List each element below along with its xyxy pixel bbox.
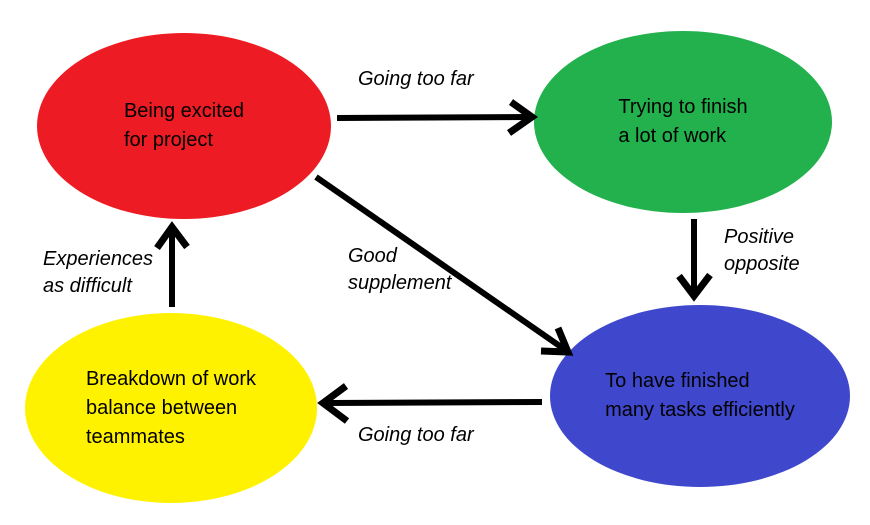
- node-being-excited: Being excited for project: [37, 33, 331, 219]
- node-text-line: To have finished: [605, 370, 750, 392]
- node-finished-many-tasks: To have finished many tasks efficiently: [550, 305, 850, 487]
- node-text-line: many tasks efficiently: [605, 399, 795, 421]
- node-breakdown-of-work-label: Breakdown of work balance between teamma…: [86, 365, 256, 452]
- node-finished-many-tasks-label: To have finished many tasks efficiently: [605, 367, 795, 425]
- node-text-line: Trying to finish: [618, 96, 748, 118]
- node-text-line: for project: [123, 129, 213, 151]
- node-trying-to-finish: Trying to finish a lot of work: [534, 31, 832, 213]
- node-text-line: Breakdown of work: [85, 367, 257, 390]
- edge-label-line: Experiences: [43, 248, 154, 270]
- edge-label-going-too-far-bottom: Going too far: [358, 422, 474, 449]
- node-text-line: Being excited: [123, 100, 245, 122]
- arrow-finished-to-breakdown: [317, 383, 543, 424]
- node-trying-to-finish-label: Trying to finish a lot of work: [618, 93, 747, 151]
- edge-label-going-too-far-top: Going too far: [358, 66, 474, 93]
- edge-label-experiences-as-difficult: Experiences as difficult: [43, 246, 153, 300]
- node-being-excited-label: Being excited for project: [124, 97, 244, 155]
- edge-label-line: supplement: [348, 272, 452, 294]
- node-breakdown-of-work: Breakdown of work balance between teamma…: [25, 313, 317, 503]
- edge-label-line: Positive: [724, 226, 795, 248]
- node-text-line: teammates: [85, 425, 185, 448]
- edge-label-positive-opposite: Positive opposite: [724, 224, 800, 278]
- edge-label-line: Going too far: [358, 424, 474, 446]
- arrow-trying-to-finished: [676, 219, 713, 302]
- edge-label-good-supplement: Good supplement: [348, 243, 451, 297]
- arrow-excited-to-trying: [336, 99, 539, 136]
- edge-label-line: opposite: [724, 253, 800, 275]
- edge-label-line: as difficult: [43, 275, 132, 297]
- edge-label-line: Good: [348, 245, 397, 267]
- edge-label-line: Going too far: [358, 68, 474, 90]
- node-text-line: a lot of work: [618, 125, 727, 147]
- arrow-breakdown-to-excited: [154, 221, 190, 307]
- node-text-line: balance between: [85, 396, 238, 419]
